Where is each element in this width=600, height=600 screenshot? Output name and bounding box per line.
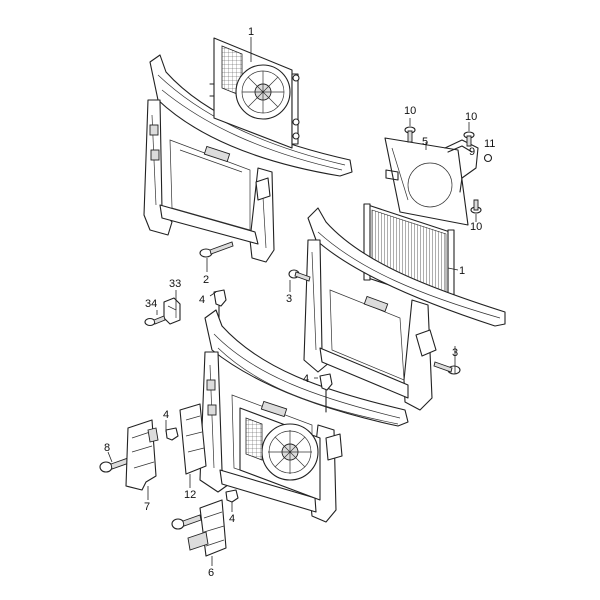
callout-labels: 1 1 2 3 3 4 4 4 4 5 6 7 8 9 10 10 10 11 … bbox=[104, 26, 495, 579]
bracket-6 bbox=[187, 499, 227, 557]
callout-3-right: 3 bbox=[452, 347, 458, 359]
callout-4-bottom: 4 bbox=[229, 513, 235, 525]
bolt-3-right bbox=[433, 361, 461, 375]
callout-4-mid: 4 bbox=[303, 373, 309, 385]
bolt-lower-left bbox=[171, 514, 202, 530]
bolt-3-left bbox=[288, 269, 311, 282]
callout-10-top: 10 bbox=[404, 105, 416, 117]
callout-33: 33 bbox=[169, 278, 181, 290]
fan-shroud-right bbox=[384, 137, 469, 226]
callout-2: 2 bbox=[203, 274, 209, 286]
callout-12: 12 bbox=[184, 489, 196, 501]
bolt-10-top bbox=[404, 126, 416, 143]
bolt-10-right-bottom bbox=[470, 199, 482, 214]
bolt-10-right-top bbox=[463, 131, 475, 147]
callout-10-right-bottom: 10 bbox=[470, 221, 482, 233]
callout-9: 9 bbox=[469, 146, 475, 158]
clip-4-bottom bbox=[225, 489, 239, 503]
screw-34 bbox=[144, 315, 166, 327]
front-end-carrier-bottom bbox=[199, 309, 409, 523]
air-guide-12 bbox=[179, 403, 207, 475]
callout-6: 6 bbox=[208, 567, 214, 579]
bolt-2 bbox=[199, 241, 234, 258]
callout-3-left: 3 bbox=[286, 293, 292, 305]
callout-7: 7 bbox=[144, 501, 150, 513]
clip-4-top bbox=[213, 289, 227, 319]
callout-1-right: 1 bbox=[459, 265, 465, 277]
callout-4-left: 4 bbox=[163, 409, 169, 421]
bracket-7 bbox=[125, 419, 159, 491]
callout-10-right-top: 10 bbox=[465, 111, 477, 123]
callout-11: 11 bbox=[484, 138, 495, 150]
clip-4-mid bbox=[319, 373, 333, 413]
callout-4-top: 4 bbox=[199, 294, 205, 306]
callout-8: 8 bbox=[104, 442, 110, 454]
callout-1-top: 1 bbox=[248, 26, 254, 38]
rubber-mount-33 bbox=[163, 297, 181, 325]
front-end-carrier-right bbox=[303, 207, 506, 411]
callout-34: 34 bbox=[145, 298, 157, 310]
bolt-8 bbox=[99, 457, 130, 473]
leader-lines bbox=[107, 37, 477, 566]
callout-5: 5 bbox=[422, 136, 428, 148]
clip-4-left bbox=[165, 427, 179, 441]
radiator-fan-assembly-top bbox=[209, 37, 300, 149]
bolt-11 bbox=[483, 153, 493, 163]
front-end-carrier-top-left bbox=[143, 54, 353, 263]
bracket-9 bbox=[444, 139, 479, 193]
